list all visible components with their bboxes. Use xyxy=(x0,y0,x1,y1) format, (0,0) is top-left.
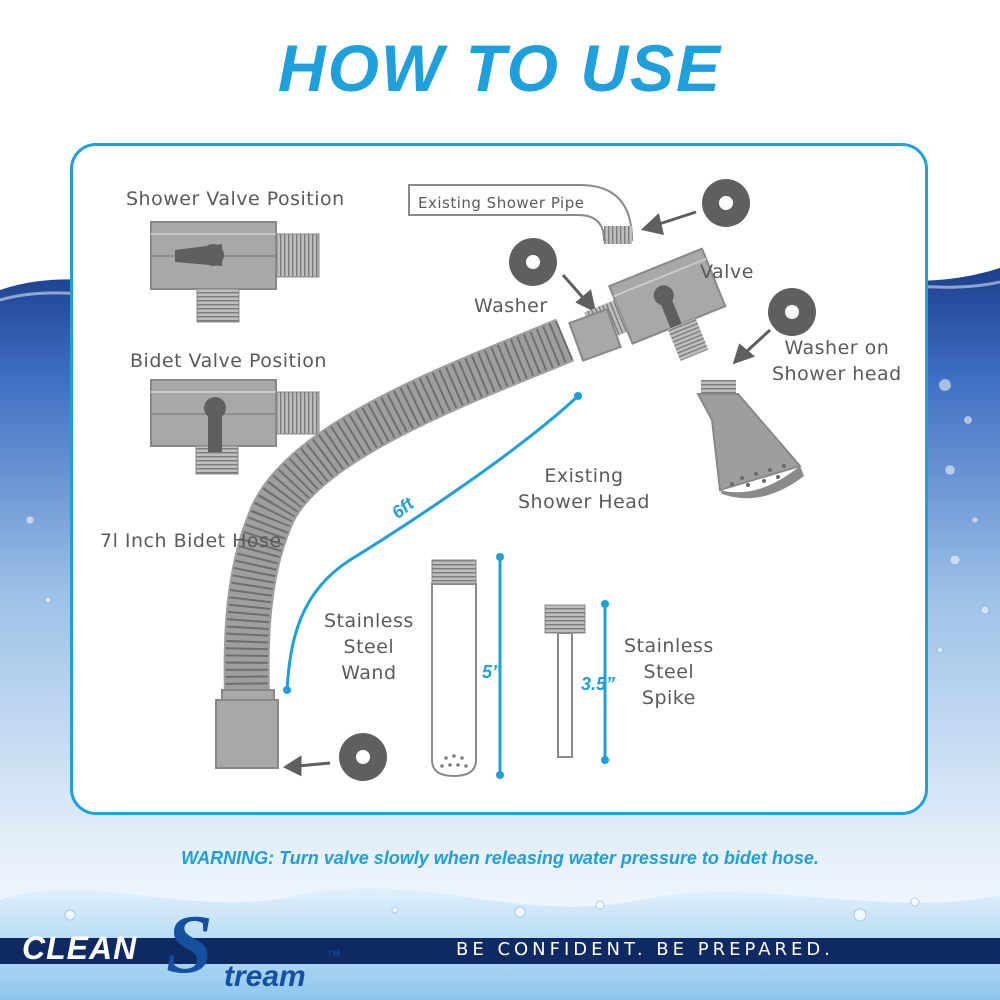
stainless-steel-wand-label: Stainless Steel Wand xyxy=(324,610,414,684)
bidet-hose-label: 7l Inch Bidet Hose xyxy=(100,530,282,552)
washer-on-shower-head-label: Washer on Shower head xyxy=(772,337,902,385)
washer-icon xyxy=(509,238,557,286)
stainless-steel-spike-label: Stainless Steel Spike xyxy=(624,635,714,709)
arrow-icon xyxy=(282,755,331,777)
bidet-valve-position-icon xyxy=(150,379,320,475)
wand-length-label: 5” xyxy=(482,662,502,682)
brand-logo-clean: CLEAN xyxy=(22,930,138,966)
page-title: HOW TO USE xyxy=(277,31,723,105)
existing-shower-head-label: Existing Shower Head xyxy=(518,465,650,513)
bidet-valve-position-label: Bidet Valve Position xyxy=(130,350,327,372)
spike-length-label: 3.5” xyxy=(581,674,616,694)
stainless-steel-spike-icon xyxy=(544,604,586,758)
brand-logo-stream: tream xyxy=(224,960,306,993)
stainless-steel-wand-icon xyxy=(431,559,477,778)
arrow-icon xyxy=(732,328,772,365)
shower-head-icon xyxy=(696,380,804,499)
brand-tagline: BE CONFIDENT. BE PREPARED. xyxy=(456,939,834,960)
washer-label: Washer xyxy=(474,295,548,317)
t-valve-icon xyxy=(584,247,727,361)
washer-icon xyxy=(702,179,750,227)
warning-text: WARNING: Turn valve slowly when releasin… xyxy=(181,848,819,868)
shower-valve-position-icon xyxy=(150,221,320,323)
washer-icon xyxy=(339,733,387,781)
brand-logo-s: S xyxy=(166,898,213,991)
washer-icon xyxy=(768,288,816,336)
shower-valve-position-label: Shower Valve Position xyxy=(126,188,345,210)
arrow-icon xyxy=(561,274,597,313)
brand-bar xyxy=(0,938,1000,964)
trademark-mark: TM xyxy=(327,950,341,960)
existing-shower-pipe-icon xyxy=(408,184,634,244)
bidet-hose-icon xyxy=(215,308,622,769)
existing-shower-pipe-label: Existing Shower Pipe xyxy=(418,194,585,212)
arrow-icon xyxy=(640,210,697,235)
valve-label: Valve xyxy=(700,261,754,283)
